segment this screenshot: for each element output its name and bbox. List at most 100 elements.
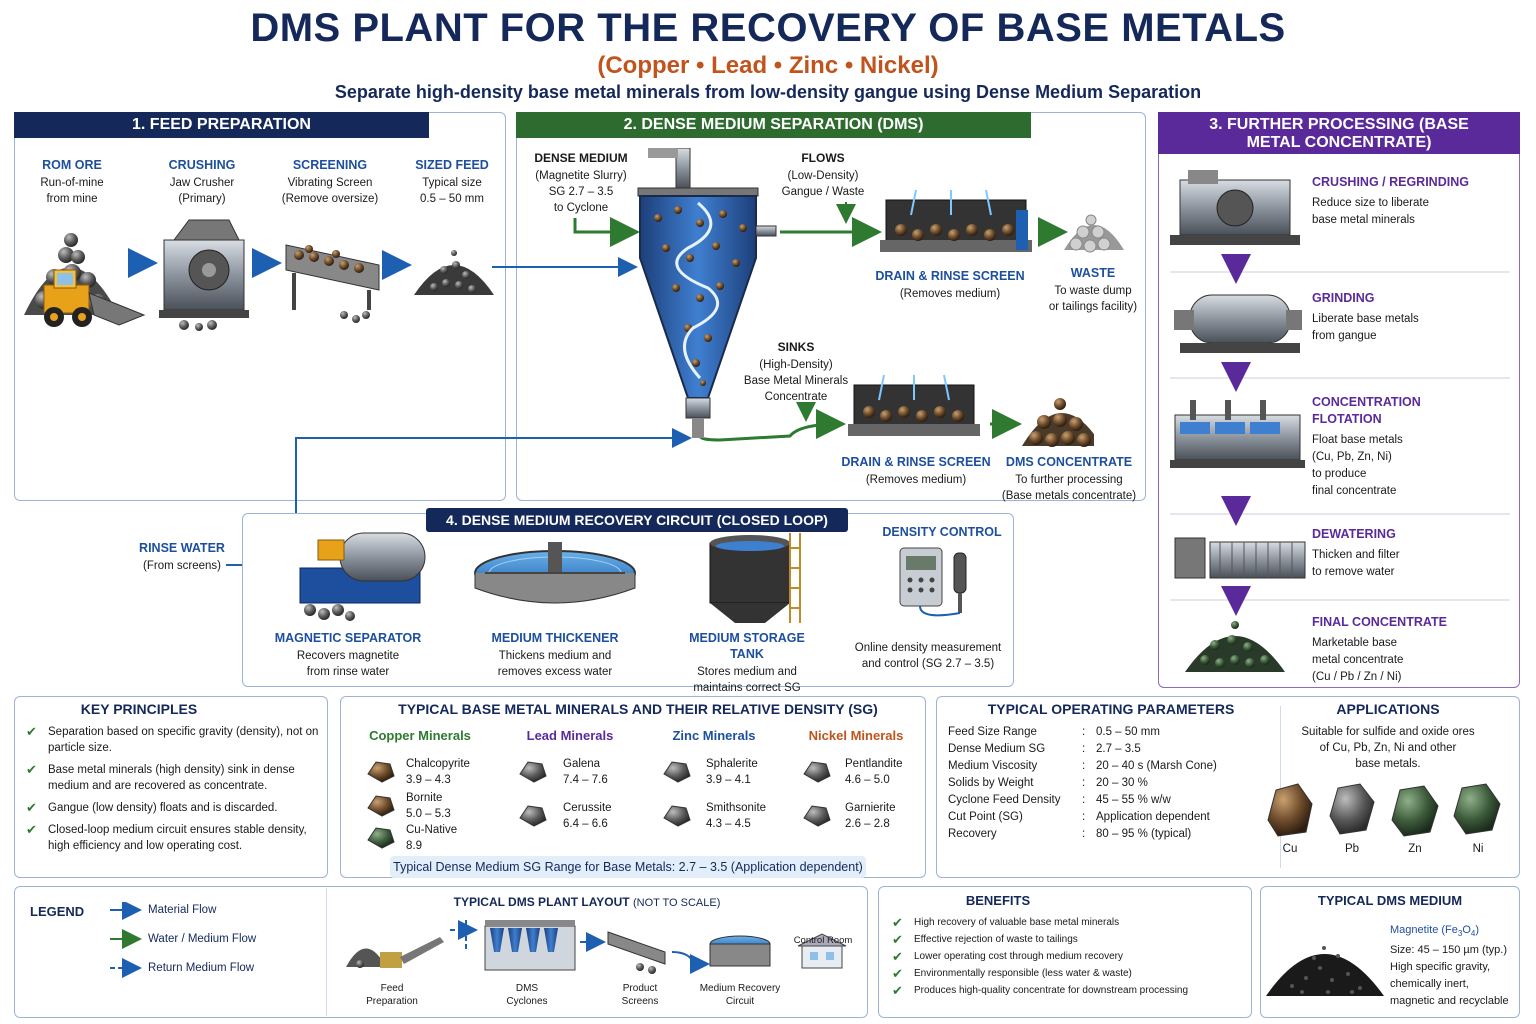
loader-icon [43, 269, 146, 327]
principle-item: Base metal minerals (high density) sink … [26, 762, 322, 794]
garnierite-sample-icon [803, 805, 831, 827]
bornite-sample-icon [367, 795, 395, 817]
params-panel [936, 696, 1520, 878]
param-row: Dense Medium SG:2.7 – 3.5 [948, 743, 1141, 755]
param-row: Solids by Weight:20 – 30 % [948, 777, 1148, 789]
magnetite-text: Magnetite (Fe3O4) Size: 45 – 150 µm (typ… [1390, 924, 1509, 1008]
mineral-samples-icons [367, 761, 831, 849]
param-row: Cyclone Feed Density:45 – 55 % w/w [948, 794, 1171, 806]
dms-header: 2. DENSE MEDIUM SEPARATION (DMS) [516, 112, 1031, 138]
filter-press-icon [1174, 537, 1306, 579]
rinse-water-label: RINSE WATER(From screens) [139, 541, 225, 572]
ore-label-cu: Cu [1282, 843, 1298, 855]
param-row: Medium Viscosity:20 – 40 s (Marsh Cone) [948, 760, 1217, 772]
page-subtitle: (Copper • Lead • Zinc • Nickel) [597, 52, 939, 79]
param-row: Cut Point (SG):Application dependent [948, 811, 1210, 823]
principle-item: Gangue (low density) floats and is disca… [26, 800, 322, 816]
grinding-mill-icon [1174, 294, 1302, 353]
dms-cyclone-icon [637, 148, 777, 438]
sphalerite-sample-icon [663, 761, 691, 783]
params-title: TYPICAL OPERATING PARAMETERS [987, 701, 1235, 717]
minerals-panel [340, 696, 926, 878]
benefit-item: Environmentally responsible (less water … [892, 967, 1248, 980]
mineral-group-zinc: Zinc Minerals [644, 728, 784, 743]
feed-prep-illustrations [24, 219, 494, 331]
flotation-cells-icon [1170, 400, 1305, 468]
final-concentrate-pile-icon [1185, 621, 1285, 672]
dms-screen-bottom [848, 374, 1094, 447]
layout-cyclones-icon [484, 920, 576, 971]
medium-title: TYPICAL DMS MEDIUM [1317, 893, 1463, 908]
recovery-illustrations [299, 532, 967, 623]
further-header: 3. FURTHER PROCESSING (BASE METAL CONCEN… [1158, 112, 1520, 154]
density-controller-icon [899, 547, 967, 617]
pb-ore-icon [1329, 783, 1375, 835]
sg-range-footer: Typical Dense Medium SG Range for Base M… [390, 856, 866, 878]
ore-label-pb: Pb [1344, 843, 1360, 855]
group-title: Lead Minerals [526, 728, 614, 743]
pentlandite-sample-icon [803, 761, 831, 783]
chalcopyrite-sample-icon [367, 761, 395, 783]
key-principles-title: KEY PRINCIPLES [80, 701, 198, 717]
density-control-title: DENSITY CONTROL [882, 525, 1002, 539]
param-row: Feed Size Range:0.5 – 50 mm [948, 726, 1160, 738]
principle-item: Closed-loop medium circuit ensures stabl… [26, 822, 322, 854]
dms-screen-top [880, 189, 1124, 253]
smithsonite-sample-icon [663, 805, 691, 827]
mineral-group-nickel: Nickel Minerals [786, 728, 926, 743]
legend-arrows [110, 902, 142, 978]
ore-label-zn: Zn [1408, 843, 1422, 855]
benefit-item: Produces high-quality concentrate for do… [892, 984, 1248, 997]
layout-label-control: Control Room [793, 935, 853, 946]
mineral-group-copper: Copper Minerals [350, 728, 490, 743]
layout-feed-icon [346, 937, 444, 968]
dense-medium-label: DENSE MEDIUM(Magnetite Slurry)SG 2.7 – 3… [534, 151, 628, 214]
applications-title: APPLICATIONS [1336, 701, 1440, 717]
legend-item-return: Return Medium Flow [148, 962, 255, 974]
magnetic-separator-icon [299, 532, 426, 621]
ore-samples-icons [1267, 783, 1501, 837]
cerussite-sample-icon [519, 805, 547, 827]
minerals-title: TYPICAL BASE METAL MINERALS AND THEIR RE… [398, 701, 878, 717]
params-divider [1280, 706, 1281, 868]
benefit-item: High recovery of valuable base metal min… [892, 916, 1248, 929]
sized-feed-pile-icon [414, 250, 494, 295]
legend-title: LEGEND [30, 904, 85, 919]
benefits-title: BENEFITS [965, 893, 1031, 908]
legend-item-material: Material Flow [148, 904, 217, 916]
further-illustrations [1170, 170, 1510, 672]
benefit-item: Effective rejection of waste to tailings [892, 933, 1248, 946]
cu-ore-icon [1267, 783, 1313, 837]
group-title: Nickel Minerals [808, 728, 904, 743]
jaw-crusher-icon [159, 219, 249, 331]
layout-recovery-icon [709, 935, 771, 967]
vibrating-screen-icon [285, 244, 380, 323]
param-row: Recovery:80 – 95 % (typical) [948, 828, 1192, 840]
plant-layout-diagram [346, 920, 847, 974]
